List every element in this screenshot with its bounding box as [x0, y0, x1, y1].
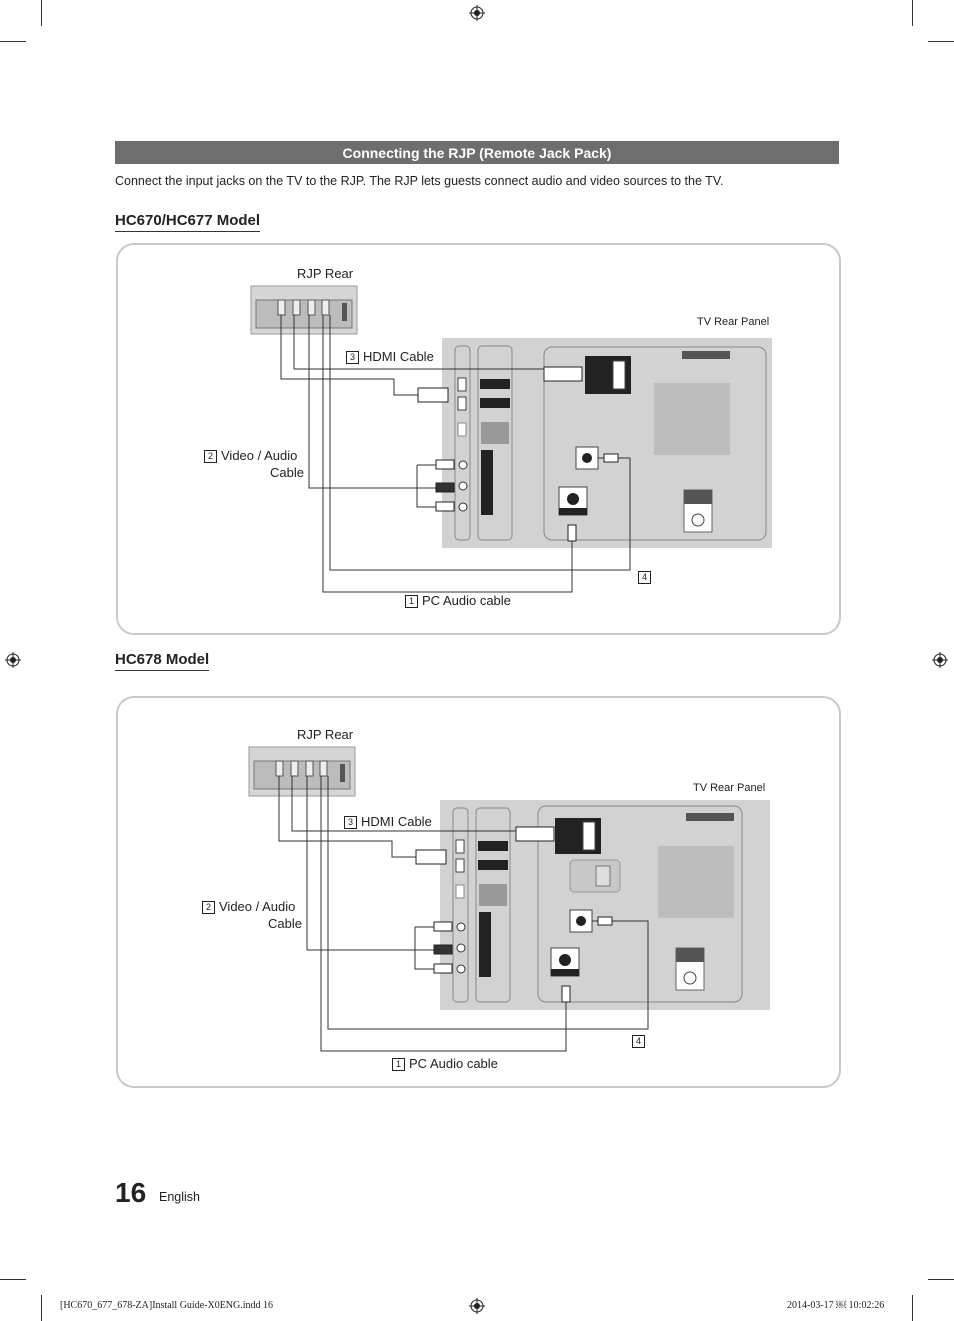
- video-audio-label-line2: Cable: [268, 916, 302, 931]
- model-heading-hc670: HC670/HC677 Model: [115, 212, 261, 232]
- rjp-device: [250, 285, 358, 335]
- tv-rear-panel: [442, 338, 772, 548]
- step-3-badge: 3: [344, 816, 357, 829]
- intro-text: Connect the input jacks on the TV to the…: [115, 174, 724, 188]
- step-1-badge: 1: [392, 1058, 405, 1071]
- cable-lines: [278, 776, 649, 1052]
- step-3-badge: 3: [346, 351, 359, 364]
- step-4-callout: 4: [632, 1033, 649, 1048]
- section-title: Connecting the RJP (Remote Jack Pack): [115, 141, 839, 164]
- step-4-callout: 4: [638, 569, 655, 584]
- wiring-diagram: [248, 746, 770, 1052]
- crop-mark: [928, 1279, 954, 1280]
- registration-mark-icon: [5, 652, 21, 668]
- crop-mark: [0, 1279, 26, 1280]
- rjp-rear-label: RJP Rear: [297, 727, 354, 742]
- crop-mark: [41, 0, 42, 26]
- hdmi-cable: [417, 366, 583, 403]
- video-audio-label-line2: Cable: [270, 465, 304, 480]
- footer-file-name: [HC670_677_678-ZA]Install Guide-X0ENG.in…: [60, 1300, 274, 1311]
- page-number: 16: [115, 1177, 147, 1208]
- crop-mark: [0, 41, 26, 42]
- step-2-badge: 2: [204, 450, 217, 463]
- step-4-badge: 4: [638, 571, 651, 584]
- crop-mark: [41, 1295, 42, 1321]
- cable-lines: [280, 315, 631, 593]
- step-1-badge: 1: [405, 595, 418, 608]
- tv-rear-panel-label: TV Rear Panel: [693, 782, 766, 794]
- page-language: English: [159, 1190, 200, 1204]
- tv-rear-panel: [440, 800, 770, 1010]
- crop-mark: [928, 41, 954, 42]
- hdmi-cable: [415, 826, 555, 865]
- crop-mark: [912, 0, 913, 26]
- tv-rear-panel-label: TV Rear Panel: [697, 316, 770, 328]
- registration-mark-icon: [932, 652, 948, 668]
- step-2-badge: 2: [202, 901, 215, 914]
- rjp-rear-label: RJP Rear: [297, 266, 354, 281]
- registration-mark-icon: [469, 1298, 485, 1314]
- model-heading-hc678: HC678 Model: [115, 651, 210, 671]
- wiring-diagram: [250, 285, 772, 593]
- registration-mark-icon: [469, 5, 485, 21]
- footer-date: 2014-03-17 ￼ 10:02:26: [787, 1300, 885, 1311]
- crop-mark: [912, 1295, 913, 1321]
- step-4-badge: 4: [632, 1035, 645, 1048]
- rjp-device: [248, 746, 356, 797]
